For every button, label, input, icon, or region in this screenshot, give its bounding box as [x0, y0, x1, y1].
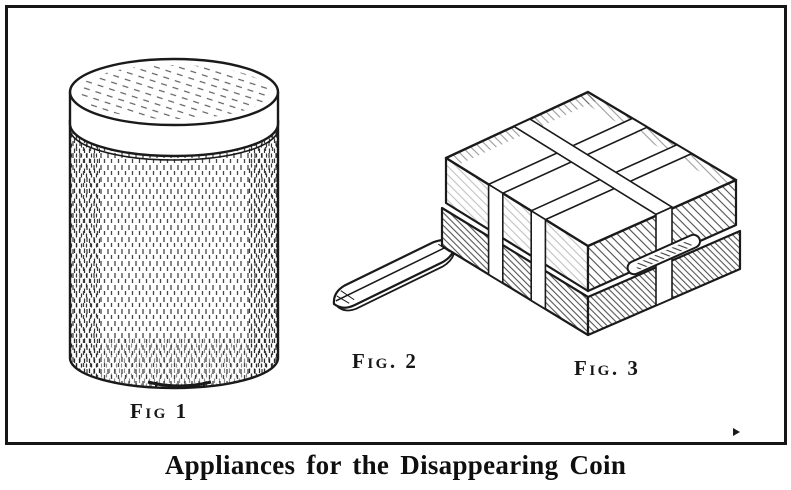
fig3-strapped-box-drawing [440, 90, 742, 337]
fig3-label: Fig. 3 [574, 356, 641, 380]
illustration-frame [5, 5, 787, 445]
fig1-label: Fig 1 [130, 399, 189, 423]
fig2-label: Fig. 2 [352, 349, 419, 373]
box-handle-slot [626, 233, 701, 276]
figure-caption: Appliances for the Disappearing Coin [164, 450, 627, 480]
engraving-illustration [68, 57, 742, 390]
printers-corner-mark [733, 428, 740, 436]
fig1-tin-canister-drawing [68, 57, 280, 390]
